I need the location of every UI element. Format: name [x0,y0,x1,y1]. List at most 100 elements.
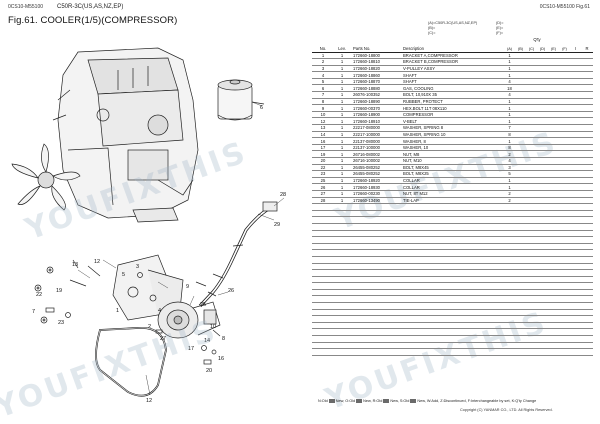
cell-qty-a: 1 [504,58,515,66]
cell-qty-f [559,131,570,139]
swatch-icon [328,399,335,403]
cell-r [581,98,593,106]
cell-no: 22 [312,164,334,172]
table-row-empty [312,309,593,317]
cell-description [402,348,504,356]
cell-lev [334,203,350,211]
cell-qty-b [515,322,526,330]
cell-qty-d [537,249,548,257]
cell-part-no: 172660-18910 [350,117,402,126]
cell-qty-c [526,117,537,126]
cell-lev [334,249,350,257]
legend-line-e: (E)= [496,26,504,30]
cell-i [570,276,581,284]
cell-r [581,335,593,343]
callout-27: 27 [160,336,166,342]
cell-no [312,335,334,343]
cell-qty-c [526,144,537,152]
cell-part-no: 22137-100000 [350,144,402,152]
cell-qty-e [548,230,559,238]
cell-no: 7 [312,91,334,99]
cell-qty-e [548,144,559,152]
cell-qty-b [515,289,526,297]
cell-qty-f [559,78,570,86]
cell-qty-b [515,249,526,257]
cell-qty-f [559,137,570,145]
cell-r [581,282,593,290]
cell-description: V-BELT [402,117,504,126]
cell-description [402,282,504,290]
cell-no [312,269,334,277]
cell-part-no: 172660-18890 [350,98,402,106]
cell-qty-f [559,58,570,66]
cell-i [570,295,581,304]
callout-9: 9 [186,284,189,290]
callout-22: 22 [36,292,42,298]
col-qty-a: (A) [504,43,515,53]
cell-i [570,98,581,106]
cell-qty-c [526,282,537,290]
cell-qty-a [504,282,515,290]
cell-qty-e [548,236,559,244]
cell-part-no: 172660-18880 [350,84,402,93]
cell-lev [334,236,350,244]
cell-qty-e [548,269,559,277]
cell-qty-d [537,295,548,304]
cell-part-no [350,282,402,290]
callout-12-belt: 12 [146,398,152,404]
cell-qty-b [515,164,526,172]
cell-qty-a [504,328,515,337]
cell-qty-c [526,98,537,106]
cell-r [581,117,593,126]
cell-r [581,111,593,119]
table-row-empty [312,282,593,290]
cell-qty-b [515,157,526,165]
exploded-parts-diagram: 6 28 29 13 12 5 3 9 26 22 19 7 23 25 10 … [11,47,286,404]
cell-i [570,197,581,205]
cell-description: SHAFT [402,78,504,86]
cell-qty-a: 1 [504,137,515,145]
cell-qty-c [526,342,537,350]
cell-qty-d [537,282,548,290]
cell-qty-e [548,328,559,337]
cell-qty-b [515,52,526,60]
cell-lev: 1 [334,65,350,73]
cell-lev [334,289,350,297]
cell-qty-e [548,276,559,284]
cell-i [570,58,581,66]
cell-lev: 1 [334,111,350,119]
cell-qty-c [526,65,537,73]
cell-qty-e [548,295,559,304]
cell-part-no [350,315,402,323]
cell-r [581,91,593,99]
cell-lev [334,335,350,343]
cell-lev: 1 [334,84,350,93]
cell-r [581,52,593,60]
cell-r [581,104,593,112]
cell-qty-b [515,309,526,317]
cell-qty-c [526,315,537,323]
callout-5: 5 [122,272,125,278]
cell-qty-d [537,315,548,323]
cell-qty-c [526,276,537,284]
cell-qty-a: 2 [504,190,515,198]
small-hardware [34,259,221,365]
cell-qty-f [559,177,570,185]
cell-qty-d [537,223,548,231]
cell-part-no [350,322,402,330]
cell-qty-f [559,256,570,264]
cell-r [581,309,593,317]
parts-table: No. Lev. Parts No. Description Q'ty I R … [312,37,593,356]
col-qty: Q'ty [533,37,541,42]
cell-description: BOLT, M8X45 [402,164,504,172]
cell-part-no: 172660-13490 [350,197,402,205]
cell-qty-c [526,52,537,60]
cell-qty-a [504,249,515,257]
cell-r [581,249,593,257]
engine-illustration [52,47,199,223]
cell-qty-c [526,328,537,337]
